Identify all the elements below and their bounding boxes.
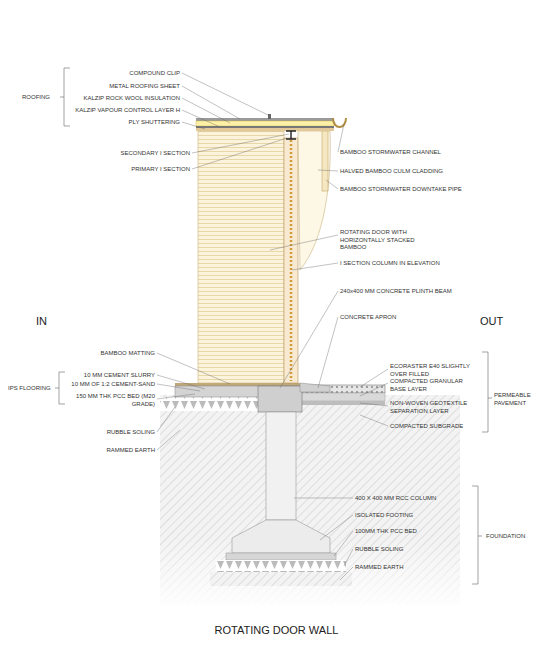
- callout-label: PERMEABLE PAVEMENT: [494, 392, 549, 407]
- callout-label: RUBBLE SOLING: [355, 546, 470, 554]
- callout-label: COMPACTED SUBGRADE: [390, 423, 475, 431]
- callout-label: PLY SHUTTERING: [60, 119, 180, 127]
- callout-label: I SECTION COLUMN IN ELEVATION: [340, 260, 460, 268]
- callout-label: ROOFING: [22, 94, 60, 102]
- callout-label: KALZIP ROCK WOOL INSULATION: [60, 95, 180, 103]
- callout-label: FOUNDATION: [486, 533, 546, 541]
- callout-label: BAMBOO STORMWATER DOWNTAKE PIPE: [340, 186, 480, 194]
- callout-label: 240x400 MM CONCRETE PLINTH BEAM: [340, 288, 480, 296]
- callout-label: RAMMED EARTH: [355, 564, 470, 572]
- callout-label: RAMMED EARTH: [75, 447, 155, 455]
- callout-label: HALVED BAMBOO CULM CLADDING: [340, 168, 470, 176]
- callout-label: ROTATING DOOR WITH HORIZONTALLY STACKED …: [340, 229, 420, 252]
- callout-label: 150 MM THK PCC BED (M20 GRADE): [75, 393, 155, 408]
- callout-label: 10 MM CEMENT SLURRY: [55, 372, 155, 380]
- callout-label: 10 MM OF 1:2 CEMENT-SAND: [55, 381, 155, 389]
- drawing-title: ROTATING DOOR WALL: [0, 624, 553, 638]
- callout-label: ISOLATED FOOTING: [355, 512, 470, 520]
- callout-label: BAMBOO STORMWATER CHANNEL: [340, 149, 470, 157]
- callout-label: PRIMARY I SECTION: [70, 166, 190, 174]
- callout-label: NON-WOVEN GEOTEXTILE SEPARATION LAYER: [390, 400, 475, 415]
- callout-label: IPS FLOORING: [8, 385, 54, 393]
- callout-label: IN: [36, 315, 66, 329]
- callout-label: 400 X 400 MM RCC COLUMN: [355, 495, 470, 503]
- callout-label: METAL ROOFING SHEET: [60, 83, 180, 91]
- callout-label: ECORASTER E40 SLIGHTLY OVER FILLED: [390, 363, 475, 378]
- callout-label: COMPOUND CLIP: [60, 70, 180, 78]
- callout-label: RUBBLE SOLING: [75, 429, 155, 437]
- callout-label: CONCRETE APRON: [340, 314, 440, 322]
- callout-label: BAMBOO MATTING: [55, 350, 155, 358]
- callout-label: SECONDARY I SECTION: [70, 150, 190, 158]
- callout-label: COMPACTED GRANULAR BASE LAYER: [390, 378, 475, 393]
- callout-label: KALZIP VAPOUR CONTROL LAYER H: [60, 107, 180, 115]
- callout-label: 100MM THK PCC BED: [355, 528, 470, 536]
- callout-label: OUT: [480, 315, 520, 329]
